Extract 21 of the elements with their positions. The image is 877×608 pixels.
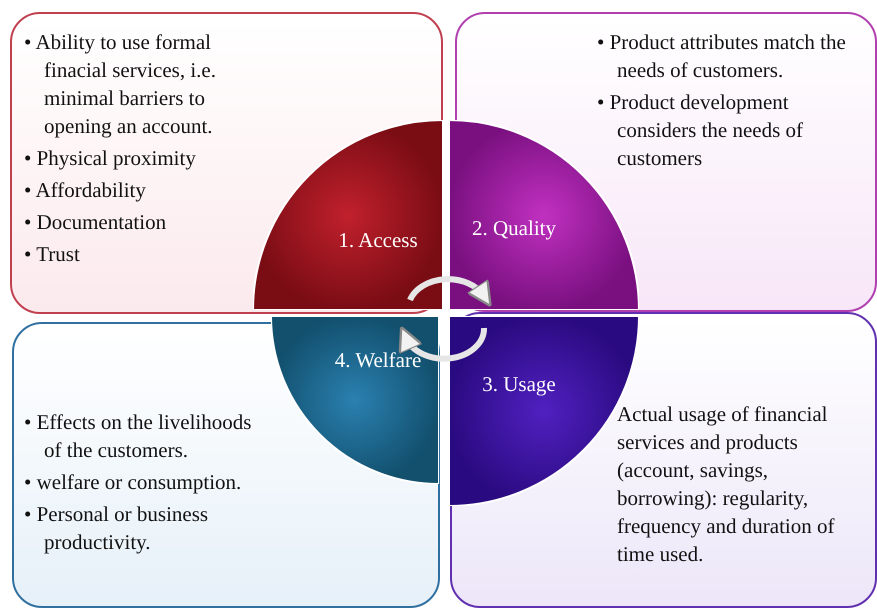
info-panel bbox=[450, 312, 877, 608]
cycle-arrow bbox=[399, 326, 487, 362]
bullet-point: • Product attributes match the needs of customers. bbox=[597, 29, 847, 84]
bullet-point: • Personal or business productivity. bbox=[24, 501, 210, 556]
segment-label: 3. Usage bbox=[481, 372, 557, 396]
bullet-point: • Trust bbox=[24, 241, 81, 268]
description-text: Actual usage of financial services and products (account, savings, borrowing): regularity, frequency and duration of time used. bbox=[617, 401, 836, 568]
quarter-circle-segment bbox=[253, 120, 443, 310]
bullet-point: • Product development considers the needs of customers bbox=[597, 89, 804, 172]
bullet-point: • Effects on the livelihoods of the customers. bbox=[24, 409, 252, 464]
segment-label: 2. Quality bbox=[471, 216, 557, 240]
bullet-point: • Physical proximity bbox=[24, 145, 197, 172]
info-panel bbox=[10, 12, 443, 314]
bullet-point: • welfare or consumption. bbox=[24, 469, 242, 496]
segment-label: 4. Welfare bbox=[334, 348, 422, 372]
bullet-point: • Documentation bbox=[24, 209, 168, 236]
bullet-point: • Ability to use formal finacial services, i.e. minimal barriers to opening an account. bbox=[24, 29, 217, 140]
segment-label: 1. Access bbox=[337, 228, 419, 252]
cycle-arrow bbox=[407, 276, 492, 307]
quarter-circle-segment bbox=[271, 316, 439, 484]
bullet-point: • Affordability bbox=[24, 177, 147, 204]
